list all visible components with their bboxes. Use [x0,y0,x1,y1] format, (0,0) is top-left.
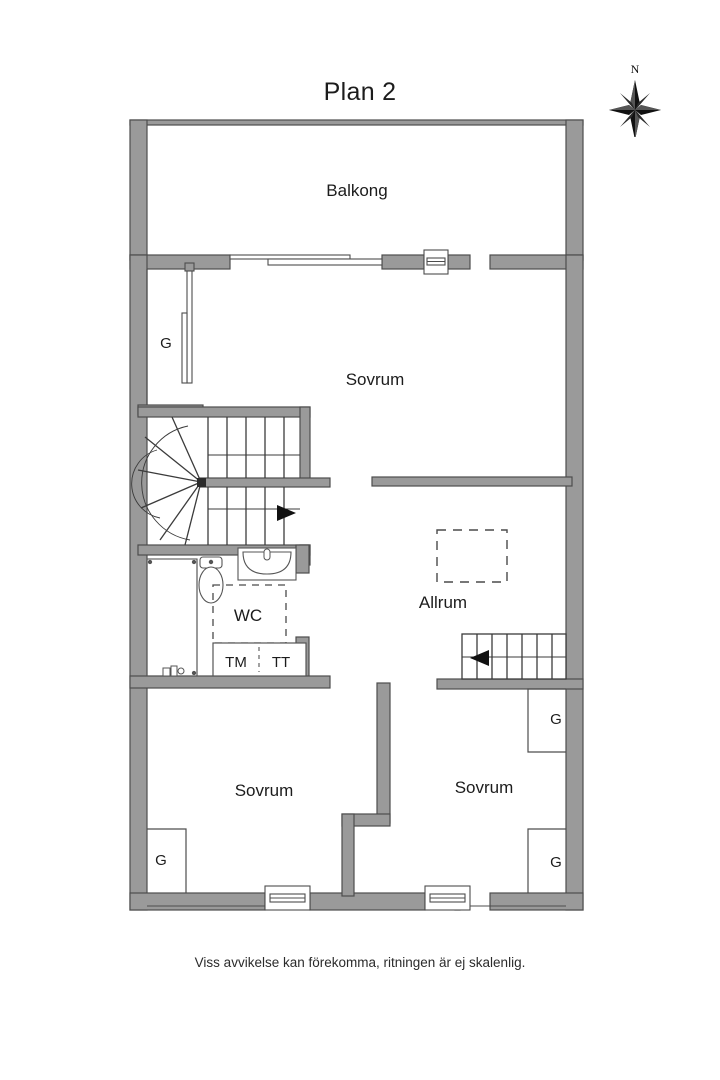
wall-exterior-bottom-left [129,892,266,911]
room-label-sovrum-bottom-right: Sovrum [455,778,514,797]
wall-bedroom-divider-vertical [376,682,391,824]
wall-balcony-bottom-mid2 [447,254,471,270]
balcony-wall-left [129,119,148,261]
walls-group [129,119,584,911]
wall-balcony-bottom-mid [381,254,425,270]
radiator-icon [162,665,185,677]
room-labels-group: Balkong Sovrum Allrum WC Sovrum Sovrum [234,181,513,800]
room-label-sovrum-top: Sovrum [346,370,405,389]
closet-bottomright-outline [527,828,566,893]
wall-wc-right-upper [295,544,310,574]
bedroom-right-window [424,885,471,911]
balcony-sliding-door [229,254,383,266]
closet-labels-group: G G G G [155,335,562,871]
sink-tap-icon [263,548,271,561]
stairs-winder-upper [131,416,300,546]
wall-exterior-bottom-right [489,892,584,911]
closet-door-jamb-top [184,262,195,272]
closet-door-panel-2 [181,312,188,384]
appliance-labels-group: TM TT [225,654,290,671]
stair-direction-arrow-right [277,505,296,521]
wall-bedroom-divider-vertical-lower [341,813,355,897]
wall-stair-landing-divider [199,477,331,488]
wall-partition-sovrum-allrum [371,476,573,487]
compass-north-label: N [630,62,640,76]
wc-hall-lines [146,558,198,677]
page-title: Plan 2 [323,78,397,106]
toilet-icon [198,556,224,604]
closet-door-panel-1 [186,269,193,384]
sink-icon [242,551,292,575]
closet-outlines-group [146,269,566,893]
room-label-sovrum-bottom-left: Sovrum [235,781,294,800]
room-label-balkong: Balkong [326,181,387,200]
closet-label-top-left: G [160,335,172,352]
compass-rose-icon: N [600,62,670,140]
wall-stairs-lower-base [436,678,584,690]
room-label-wc: WC [234,606,262,625]
appliance-label-tumble-dryer: TT [272,654,290,671]
closet-bottomleft-outline [147,828,187,893]
allrum-dashed-zone [436,529,508,583]
compass-rose-graphic [609,80,661,140]
windows-group [147,249,566,911]
balcony-wall-right [565,119,584,261]
wall-exterior-left [129,254,148,911]
closet-label-bottom-right: G [550,854,562,871]
stair-direction-arrow-left [470,650,489,666]
wall-exterior-bottom-mid [309,892,426,911]
balcony-railing-top [129,119,584,126]
appliance-label-washing-machine: TM [225,654,247,671]
closet-rightmiddle-outline [527,688,566,753]
sliding-door-panel-rear [229,254,351,260]
wall-stairwell-top [137,406,311,418]
disclaimer-text: Viss avvikelse kan förekomma, ritningen … [194,955,526,970]
closet-label-right-middle: G [550,711,562,728]
room-label-allrum: Allrum [419,593,467,612]
stairs-straight-lower [461,633,567,680]
sliding-door-panel-front [267,258,383,266]
wall-exterior-right [565,254,584,911]
balcony-window [423,249,449,275]
wall-stairwell-right [299,406,311,486]
wall-wc-bottom [129,675,331,689]
wc-fixtures-group [146,547,307,677]
closet-label-bottom-left: G [155,852,167,869]
closet-sliding-doors-top-left [181,262,195,384]
bedroom-left-window [264,885,311,911]
